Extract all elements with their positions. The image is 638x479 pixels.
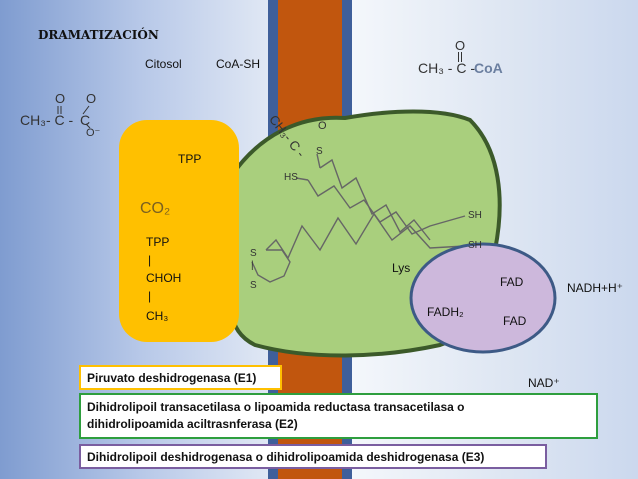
e1-tpp-box: [119, 120, 239, 342]
nad-label: NAD⁺: [528, 376, 560, 390]
fad-label-2: FAD: [503, 314, 527, 328]
acetylcoa-oxygen: O: [455, 38, 466, 53]
pyruvate-o1: O: [55, 91, 66, 106]
pyruvate-ominus: O⁻: [86, 127, 101, 139]
citosol-label: Citosol: [145, 57, 182, 71]
lipoamide-acetyl-o: O: [318, 120, 327, 132]
ch3-label: CH₃: [146, 309, 169, 323]
acetylcoa-double-bond: [458, 52, 459, 62]
co2-label: CO₂: [140, 200, 171, 217]
e2-label: Dihidrolipoil transacetilasa o lipoamida…: [79, 393, 598, 439]
e3-blob: [409, 242, 557, 354]
e3-label: Dihidrolipoil deshidrogenasa o dihidroli…: [79, 444, 547, 469]
lipoamide-ring-bar: |: [251, 260, 254, 271]
fadh2-label: FADH₂: [427, 305, 464, 319]
acetylcoa-coa: CoA: [474, 60, 503, 76]
acetylcoa-formula: CH₃ - C -: [418, 60, 476, 76]
tpp-label: TPP: [146, 235, 170, 249]
pyruvate-c1: - C -: [46, 112, 74, 128]
pyruvate-ch3: CH₃: [20, 112, 46, 128]
tpp-bar1: |: [148, 253, 152, 267]
lipoamide-ring-s-top: S: [250, 248, 257, 259]
fad-label-1: FAD: [500, 275, 524, 289]
pyruvate-c2: C: [80, 112, 91, 128]
e2-label-line2: dihidrolipoamida aciltrasnferasa (E2): [87, 417, 298, 431]
lipoamide-sh1: SH: [468, 210, 482, 221]
page-title: DRAMATIZACIÓN: [38, 28, 159, 42]
lys-label: Lys: [392, 261, 411, 275]
lipoamide-hs: HS: [284, 172, 298, 183]
lipoamide-s-top: S: [316, 146, 323, 157]
pyruvate-o2: O: [86, 91, 97, 106]
e2-label-line1: Dihidrolipoil transacetilasa o lipoamida…: [87, 400, 465, 414]
tpp-top-label: TPP: [178, 152, 202, 166]
e1-label: Piruvato deshidrogenasa (E1): [79, 365, 282, 390]
lipoamide-sh2: SH: [468, 240, 482, 251]
nadh-label: NADH+H⁺: [567, 281, 624, 295]
tpp-bar2: |: [148, 289, 152, 303]
acetylcoa-double-bond-2: [461, 52, 462, 62]
choh-label: CHOH: [146, 271, 182, 285]
lipoamide-ring-s-bottom: S: [250, 280, 257, 291]
lipoamide-chain: [251, 153, 466, 283]
coash-label: CoA-SH: [216, 57, 261, 71]
